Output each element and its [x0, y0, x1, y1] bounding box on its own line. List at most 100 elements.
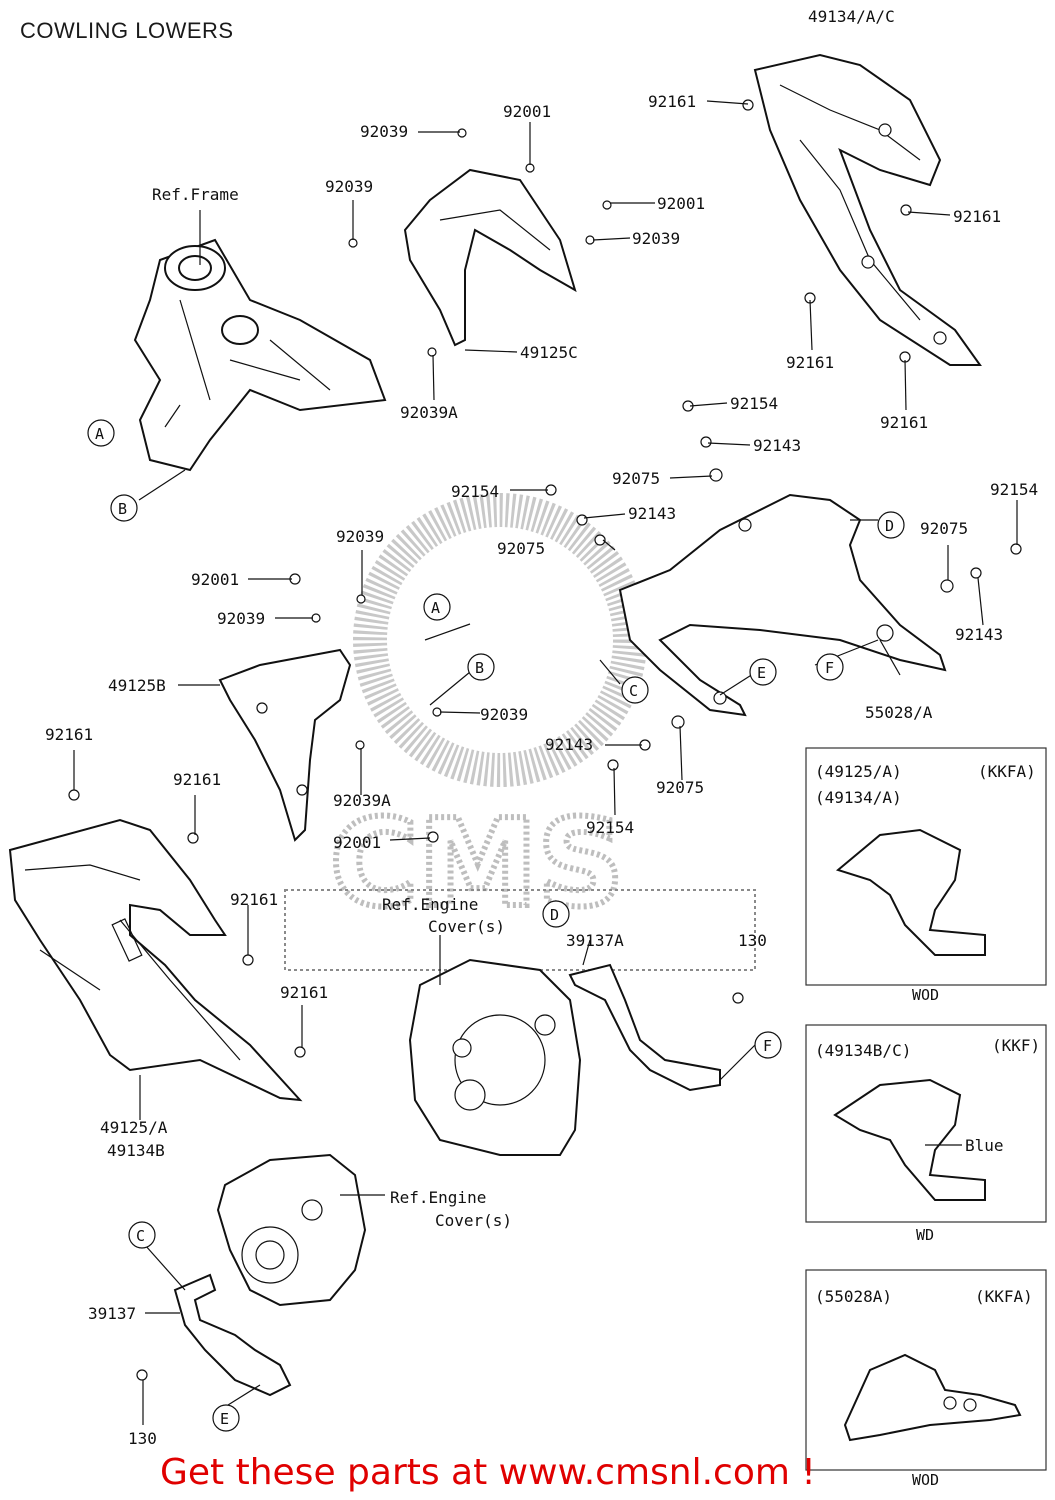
label-92039A: 92039A: [400, 403, 458, 422]
svg-text:WOD: WOD: [912, 1471, 939, 1489]
svg-text:F: F: [763, 1037, 772, 1055]
label-cover-s: Cover(s): [435, 1211, 512, 1230]
page-title: COWLING LOWERS: [20, 18, 234, 43]
label-92154: 92154: [586, 818, 634, 837]
callout-A-1: A: [87, 419, 115, 447]
svg-text:B: B: [475, 659, 484, 677]
label-92154: 92154: [990, 480, 1038, 499]
cowl-49125A-49134B: [8, 818, 303, 1102]
label-92039: 92039: [360, 122, 408, 141]
label-49125B: 49125B: [108, 676, 166, 695]
label-cover-s: Cover(s): [428, 917, 505, 936]
label-92039: 92039: [632, 229, 680, 248]
callout-C-1: C: [621, 676, 649, 704]
svg-text:E: E: [220, 1410, 229, 1428]
watermark-text: CMS: [330, 795, 624, 934]
frame-drawing: [133, 238, 387, 472]
cowling-49134AC: [753, 53, 982, 366]
svg-text:B: B: [118, 500, 127, 518]
label-39137: 39137: [88, 1304, 136, 1323]
inset-kkfa-49125A: (49125/A) (49134/A) (KKFA) WOD: [805, 747, 1047, 1004]
label-49125C: 49125C: [520, 343, 578, 362]
engine-cover-2: [216, 1153, 367, 1307]
bracket-39137: [173, 1273, 292, 1397]
label-92039: 92039: [325, 177, 373, 196]
inset-kkfa-55028A: (55028A) (KKFA) WOD: [805, 1269, 1047, 1489]
callout-A-2: A: [423, 593, 451, 621]
callout-E-2: E: [212, 1404, 240, 1432]
label-92161: 92161: [648, 92, 696, 111]
label-55028A: 55028/A: [865, 703, 933, 722]
label-92161: 92161: [786, 353, 834, 372]
label-92143: 92143: [628, 504, 676, 523]
svg-text:C: C: [629, 682, 638, 700]
callout-F-2: F: [754, 1031, 782, 1059]
label-92075: 92075: [612, 469, 660, 488]
label-92039: 92039: [336, 527, 384, 546]
label-130: 130: [738, 931, 767, 950]
label-92075: 92075: [497, 539, 545, 558]
svg-text:F: F: [825, 659, 834, 677]
label-ref-frame: Ref.Frame: [152, 185, 239, 204]
label-92001: 92001: [191, 570, 239, 589]
svg-text:(55028A): (55028A): [815, 1287, 892, 1306]
watermark-logo: CMS: [284, 493, 756, 971]
bracket-39137A: [568, 963, 721, 1092]
svg-text:(49125/A): (49125/A): [815, 762, 902, 781]
label-92161: 92161: [953, 207, 1001, 226]
label-92143: 92143: [955, 625, 1003, 644]
label-92154: 92154: [451, 482, 499, 501]
label-39137A: 39137A: [566, 931, 624, 950]
label-92075: 92075: [920, 519, 968, 538]
callout-B-1: B: [110, 494, 138, 522]
svg-text:D: D: [885, 517, 894, 535]
svg-text:Blue: Blue: [965, 1136, 1004, 1155]
label-92039: 92039: [480, 705, 528, 724]
label-92039: 92039: [217, 609, 265, 628]
label-92075: 92075: [656, 778, 704, 797]
label-92161: 92161: [230, 890, 278, 909]
cowl-49125C: [403, 168, 577, 347]
label-92001: 92001: [503, 102, 551, 121]
callout-B-2: B: [467, 653, 495, 681]
label-92161: 92161: [45, 725, 93, 744]
label-92001: 92001: [333, 833, 381, 852]
label-92161: 92161: [280, 983, 328, 1002]
svg-text:(KKFA): (KKFA): [975, 1287, 1033, 1306]
svg-text:A: A: [431, 599, 440, 617]
svg-text:(KKFA): (KKFA): [978, 762, 1036, 781]
fastener-icons: [68, 99, 1022, 1381]
svg-text:(KKF): (KKF): [992, 1036, 1040, 1055]
label-92001: 92001: [657, 194, 705, 213]
callout-C-2: C: [128, 1221, 156, 1249]
svg-text:D: D: [550, 906, 559, 924]
svg-text:(49134B/C): (49134B/C): [815, 1041, 911, 1060]
label-92143: 92143: [545, 735, 593, 754]
leader-lines: [73, 100, 1018, 1425]
label-49125A: 49125/A: [100, 1118, 168, 1137]
promo-banner[interactable]: Get these parts at www.cmsnl.com !: [160, 1452, 816, 1493]
callout-F-1: F: [816, 653, 844, 681]
label-92161: 92161: [173, 770, 221, 789]
callout-E-1: E: [749, 658, 777, 686]
svg-text:WD: WD: [916, 1226, 934, 1244]
label-92039A: 92039A: [333, 791, 391, 810]
label-ref-engine: Ref.Engine: [382, 895, 478, 914]
svg-text:WOD: WOD: [912, 986, 939, 1004]
svg-text:A: A: [95, 425, 104, 443]
svg-text:C: C: [136, 1227, 145, 1245]
label-92154: 92154: [730, 394, 778, 413]
label-130: 130: [128, 1429, 157, 1448]
label-ref-engine: Ref.Engine: [390, 1188, 486, 1207]
label-49134B: 49134B: [107, 1141, 165, 1160]
part-labels: 49134/A/C 92161 92001 92039 Ref.Frame 92…: [45, 7, 1038, 1448]
cowl-49125B: [218, 648, 352, 842]
label-92161: 92161: [880, 413, 928, 432]
inset-kkf-49134BC: (49134B/C) (KKF) Blue WD: [805, 1024, 1047, 1244]
callout-D-1: D: [877, 511, 905, 539]
svg-text:E: E: [757, 664, 766, 682]
callout-D-2: D: [542, 900, 570, 928]
cowl-55028A: [618, 493, 947, 717]
label-49134AC: 49134/A/C: [808, 7, 895, 26]
